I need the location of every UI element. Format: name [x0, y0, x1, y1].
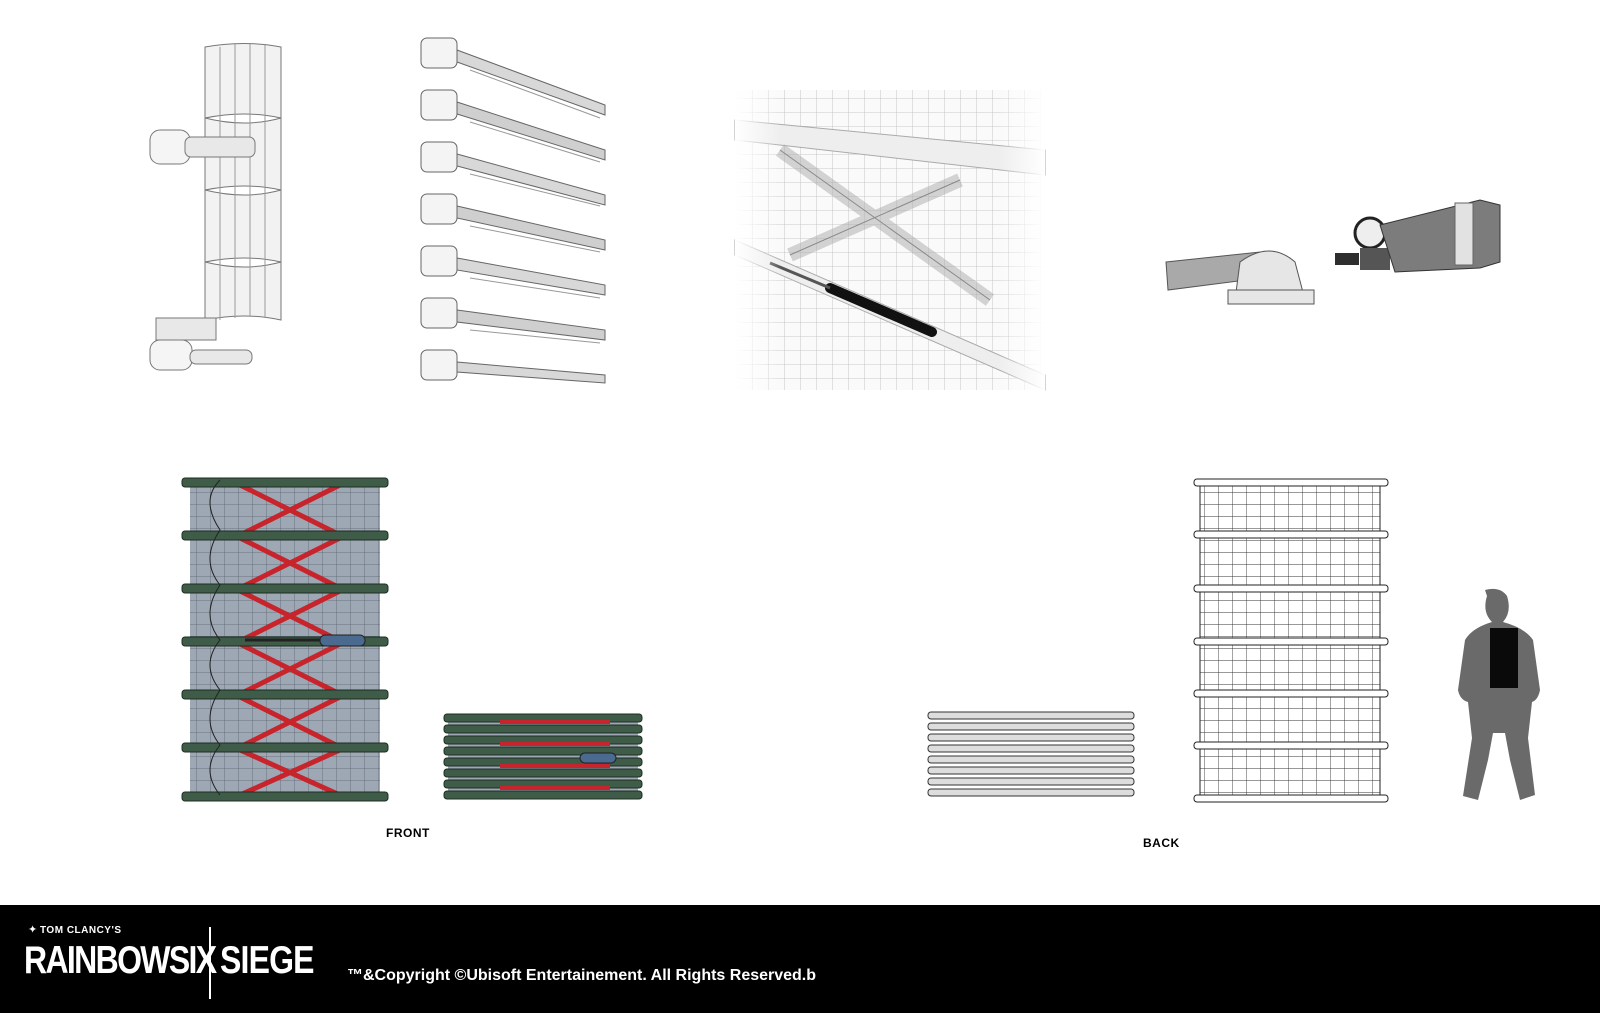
brand-logo: ✦ TOM CLANCY'S RAINBOWSIX SIEGE: [24, 921, 324, 1001]
front-panel-folded: [443, 713, 643, 800]
back-panel-folded: [927, 711, 1135, 797]
footer-bar: ✦ TOM CLANCY'S RAINBOWSIX SIEGE ™&Copyri…: [0, 905, 1600, 1013]
sketch-gas-canister: [1165, 199, 1501, 305]
sketch-panel-closeup: [734, 85, 1046, 395]
concept-sheet-artwork: [149, 37, 1540, 803]
back-panel-deployed: [1193, 478, 1389, 803]
sketch-stacked-rolls: [420, 37, 606, 384]
brand-secondary-text: SIEGE: [220, 939, 314, 982]
back-label: BACK: [1143, 836, 1180, 850]
operator-figure-icon: [1458, 588, 1540, 800]
sketch-side-panel: [149, 43, 282, 371]
brand-main-text: RAINBOWSIX: [24, 939, 217, 982]
brand-divider: [209, 927, 211, 999]
front-panel-deployed: [181, 477, 389, 802]
front-label: FRONT: [386, 826, 430, 840]
brand-top-text: TOM CLANCY'S: [40, 925, 122, 936]
operator-figure-icon: ✦: [28, 924, 38, 936]
copyright-text: ™&Copyright ©Ubisoft Entertainement. All…: [347, 967, 817, 984]
